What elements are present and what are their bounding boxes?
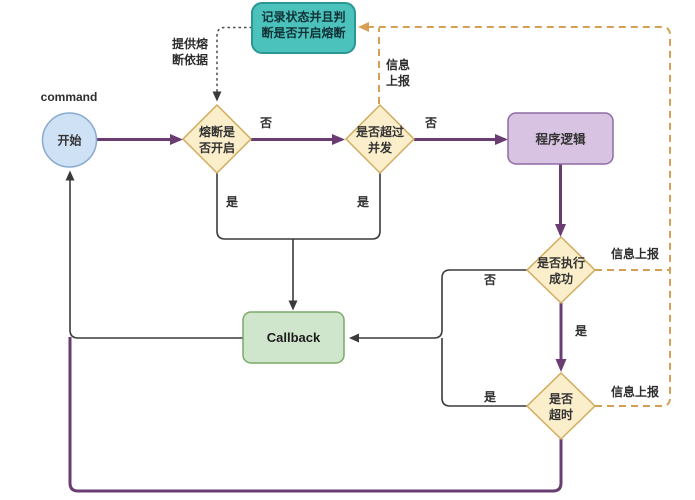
timeout-label-line2: 超时 (548, 407, 573, 422)
yes-success-label: 是 (574, 324, 588, 338)
edge-provide-basis (212, 26, 252, 102)
provide-basis-label-line1: 提供熔 (172, 36, 209, 51)
provide-basis-label-line2: 断依据 (172, 52, 208, 67)
no-breaker-label: 否 (259, 116, 272, 130)
yes-timeout-label: 是 (483, 390, 497, 404)
node-start (41, 112, 98, 168)
report-success-label: 信息上报 (611, 246, 659, 261)
edge-success-no-to-callback (349, 269, 527, 343)
node-program-logic (507, 112, 614, 165)
report-timeout-label: 信息上报 (611, 384, 659, 399)
no-success-label: 否 (483, 273, 496, 287)
success-label-line2: 成功 (549, 271, 573, 286)
node-concurrency-check (344, 103, 416, 175)
program-logic-label: 程序逻辑 (535, 132, 586, 147)
record-label-line1: 记录状态并且判 (261, 9, 345, 24)
concurrency-label-line2: 并发 (368, 140, 393, 155)
breaker-label-line1: 熔断是 (199, 124, 236, 139)
concurrency-label-line1: 是否超过 (355, 124, 404, 139)
edge-callback-to-start (65, 170, 244, 339)
node-timeout-check (525, 371, 597, 441)
record-label-line2: 断是否开启熔断 (261, 25, 345, 40)
yes-breaker-label: 是 (225, 195, 239, 209)
no-concurrency-label: 否 (424, 116, 437, 130)
edge-timeout-loop-to-start (68, 337, 563, 493)
node-record-state (251, 2, 356, 54)
callback-label: Callback (267, 330, 321, 345)
yes-concurrency-label: 是 (356, 195, 370, 209)
edge-concurrency-yes (293, 173, 381, 240)
node-callback (242, 311, 345, 364)
report-vertical-label-line2: 上报 (386, 73, 410, 88)
node-success-check (525, 235, 597, 305)
breaker-label-line2: 否开启 (198, 140, 235, 155)
node-breaker-check (181, 103, 253, 175)
command-label: command (41, 90, 98, 104)
report-vertical-label-line1: 信息 (386, 57, 410, 72)
timeout-label-line1: 是否 (548, 392, 573, 406)
edge-breaker-yes (216, 173, 293, 240)
edge-timeout-yes-to-callback (441, 338, 527, 407)
success-label-line1: 是否执行 (536, 255, 585, 270)
start-label: 开始 (57, 133, 81, 148)
